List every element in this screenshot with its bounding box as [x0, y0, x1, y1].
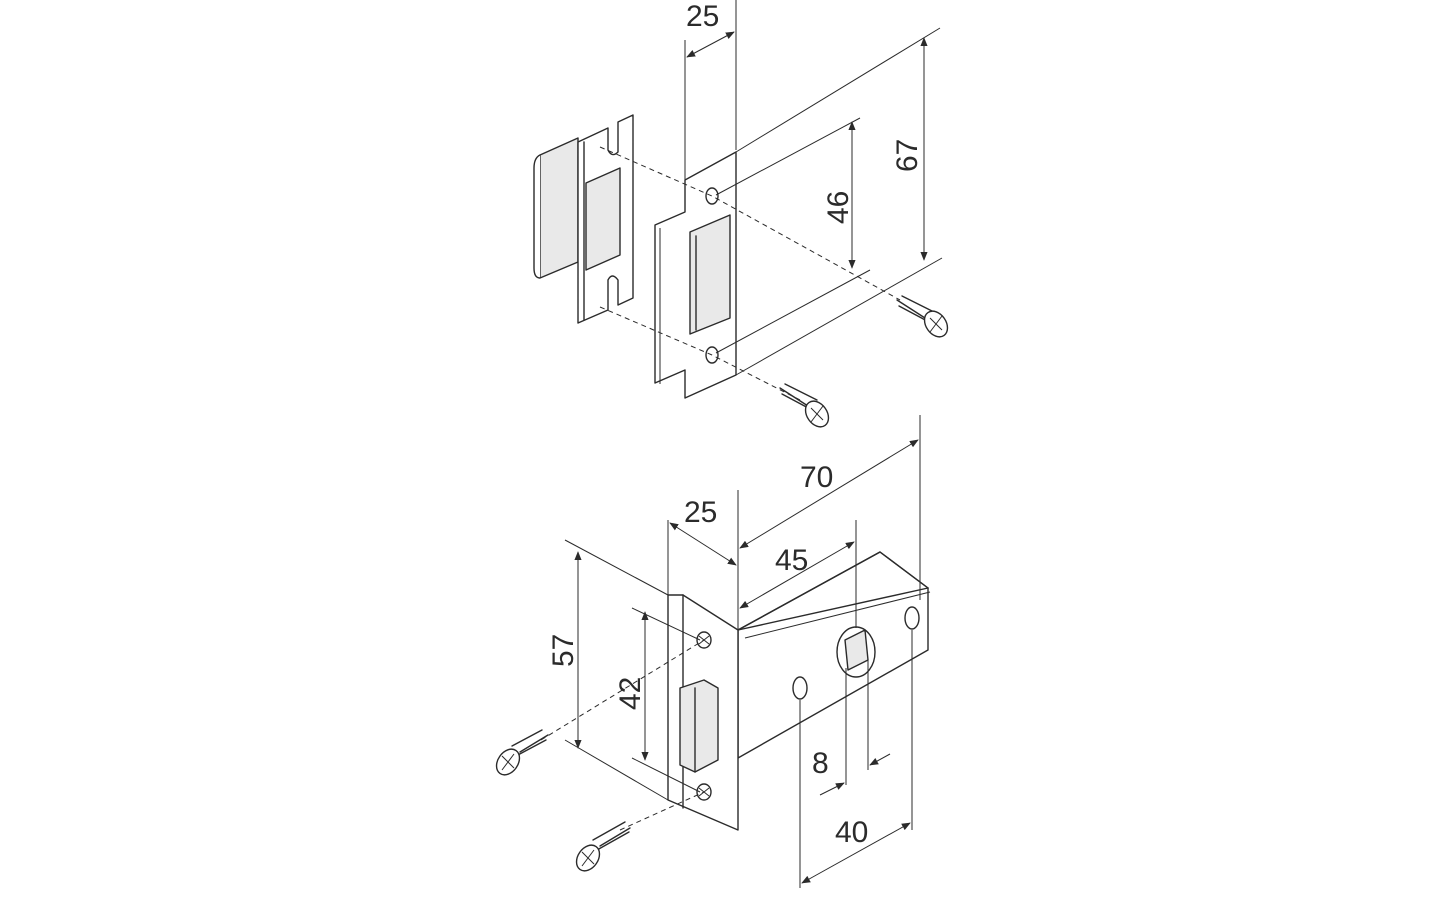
latch-hole-spacing-label: 42	[614, 677, 647, 710]
latch-length-label: 70	[800, 461, 833, 494]
strike-height-label: 67	[891, 139, 924, 172]
strike-box-flange	[577, 114, 634, 324]
latch-spindle-label: 8	[812, 747, 829, 780]
latch-faceplate-height-label: 57	[547, 634, 580, 667]
strike-width-label: 25	[686, 0, 719, 33]
strike-screw-bottom	[779, 383, 830, 428]
latch-body	[737, 551, 931, 759]
latch-dim-total-length: 70	[739, 415, 921, 600]
strike-dim-height: 67	[735, 27, 943, 376]
strike-dim-width: 25	[684, 0, 737, 180]
latch-screw-top	[495, 729, 549, 776]
latch-dim-backset: 45	[739, 520, 857, 628]
latch-assembly: 70 25 45 57 42	[495, 415, 931, 888]
latch-dim-spindle: 8	[812, 660, 891, 796]
strike-hole-spacing-label: 46	[822, 191, 855, 224]
strike-box	[533, 137, 579, 279]
latch-body-hole-spacing-label: 40	[835, 816, 868, 849]
latch-faceplate	[667, 594, 739, 831]
latch-bolt	[679, 679, 719, 773]
strike-screw-top	[896, 295, 949, 338]
latch-body-hole-left	[792, 676, 808, 700]
strike-plate-top-hole	[705, 187, 719, 205]
latch-dim-body-holes: 40	[799, 630, 913, 888]
latch-backset-label: 45	[775, 544, 808, 577]
latch-body-hole-right	[904, 606, 920, 630]
latch-faceplate-width-label: 25	[684, 496, 717, 529]
latch-screw-bottom	[575, 821, 631, 872]
strike-plate	[654, 151, 737, 399]
latch-dim-faceplate-width: 25	[667, 490, 739, 630]
strike-plate-assembly: 25 46 67	[533, 0, 949, 428]
latch-dim-hole-spacing: 42	[614, 607, 701, 793]
strike-dim-hole-spacing: 46	[715, 117, 871, 354]
latch-dim-faceplate-height: 57	[547, 539, 669, 801]
